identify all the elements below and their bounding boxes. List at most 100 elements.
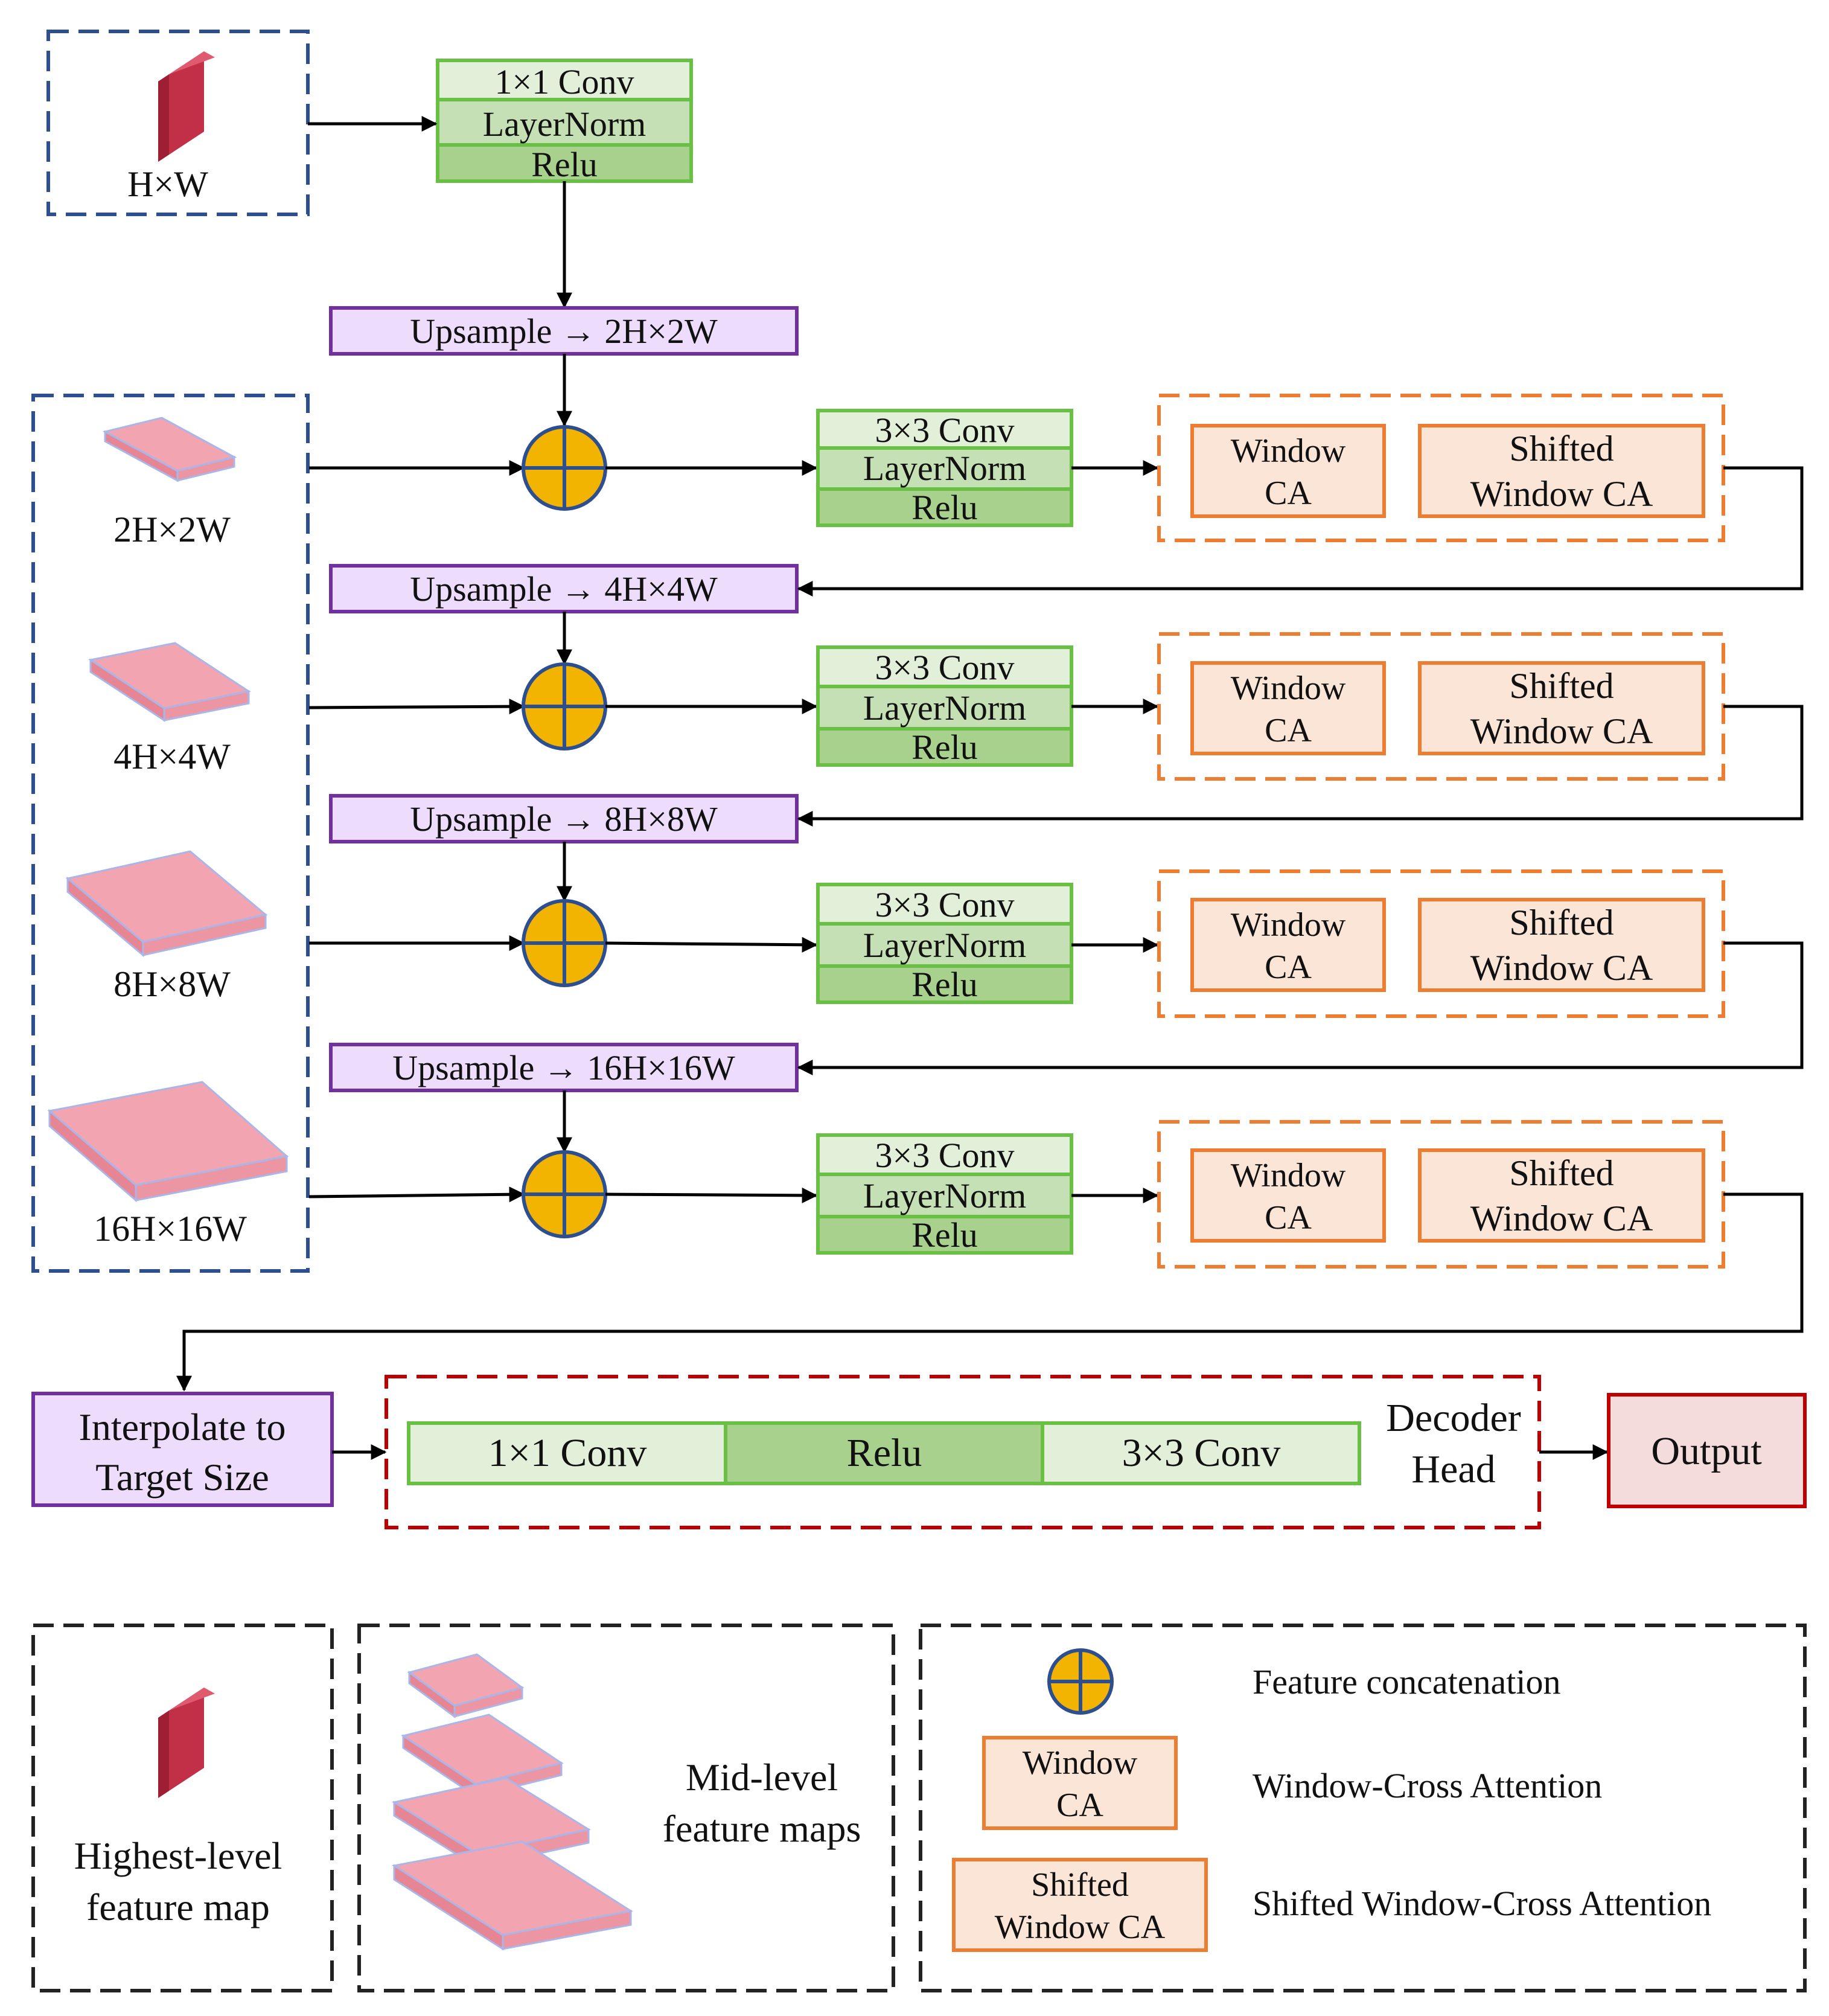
stage-conv-block-4: 3×3 Conv LayerNorm Relu	[816, 1133, 1073, 1255]
stage-conv-block-1: 3×3 Conv LayerNorm Relu	[816, 409, 1073, 527]
top-conv-row-1: 1×1 Conv	[495, 62, 634, 101]
stage4-conv-row-1: 3×3 Conv	[875, 1136, 1015, 1175]
legend-highest-line-2: feature map	[86, 1886, 270, 1928]
shifted-ca-4-line-2: Window CA	[1470, 1198, 1653, 1238]
stage2-conv-row-1: 3×3 Conv	[875, 648, 1015, 687]
legend-concat-desc: Feature concatenation	[1253, 1662, 1560, 1701]
input-feature-label: H×W	[127, 164, 208, 204]
upsample-label-2: Upsample → 4H×4W	[410, 569, 718, 609]
window-ca-4-line-1: Window	[1231, 1157, 1346, 1194]
legend-shifted-desc: Shifted Window-Cross Attention	[1253, 1884, 1711, 1923]
decoder-cell-2: Relu	[847, 1431, 922, 1475]
stage4-conv-row-2: LayerNorm	[863, 1176, 1027, 1215]
window-ca-box-2: Window CA	[1190, 661, 1386, 755]
top-conv-block: 1×1 Conv LayerNorm Relu	[436, 59, 693, 184]
shifted-window-ca-box-1: Shifted Window CA	[1418, 424, 1705, 518]
legend-mid-line-1: Mid-level	[686, 1756, 838, 1799]
legend-highest-frame	[31, 1624, 334, 1992]
concat-icon-1	[522, 425, 607, 511]
stage2-conv-row-3: Relu	[911, 728, 978, 767]
interpolate-block: Interpolate to Target Size	[31, 1392, 334, 1507]
upsample-label-4: Upsample → 16H×16W	[392, 1048, 735, 1087]
legend-window-ca-line-2: CA	[1056, 1787, 1103, 1824]
legend-symbols-frame	[919, 1624, 1807, 1992]
feature-slab-8h	[65, 850, 268, 958]
stage3-conv-row-2: LayerNorm	[863, 926, 1027, 965]
arrow-feat4-to-concat4	[308, 1186, 525, 1203]
top-conv-row-2: LayerNorm	[483, 104, 646, 144]
concat-icon-2	[522, 662, 607, 750]
legend-mid-frame	[357, 1624, 895, 1992]
window-ca-box-3: Window CA	[1190, 898, 1386, 992]
arrow-concat3-to-conv3	[605, 936, 818, 953]
window-ca-1-line-2: CA	[1265, 475, 1312, 512]
decoder-head-cells: 1×1 Conv Relu 3×3 Conv	[407, 1421, 1361, 1485]
top-conv-row-3: Relu	[531, 145, 598, 184]
legend-concat-icon	[1047, 1648, 1114, 1715]
window-ca-box-4: Window CA	[1190, 1148, 1386, 1243]
stage3-conv-row-3: Relu	[911, 965, 978, 1004]
mid-feature-label-1: 2H×2W	[113, 510, 231, 549]
window-ca-1-line-1: Window	[1231, 432, 1346, 470]
window-ca-box-1: Window CA	[1190, 424, 1386, 518]
highest-level-feature-icon	[158, 51, 215, 162]
arrow-feat2-to-concat2	[308, 699, 525, 715]
shifted-ca-4-line-1: Shifted	[1509, 1153, 1614, 1193]
legend-window-ca-desc: Window-Cross Attention	[1253, 1766, 1602, 1805]
stage2-conv-row-2: LayerNorm	[863, 688, 1027, 728]
legend-highest-icon	[158, 1688, 215, 1798]
stage4-conv-row-3: Relu	[911, 1215, 978, 1255]
shifted-ca-3-line-2: Window CA	[1470, 948, 1653, 988]
shifted-ca-2-line-1: Shifted	[1509, 666, 1614, 706]
stage1-conv-row-1: 3×3 Conv	[875, 411, 1015, 450]
shifted-window-ca-box-4: Shifted Window CA	[1418, 1148, 1705, 1243]
feature-slab-4h	[88, 642, 251, 722]
mid-feature-label-4: 16H×16W	[94, 1209, 247, 1249]
window-ca-4-line-2: CA	[1265, 1199, 1312, 1237]
shifted-ca-1-line-2: Window CA	[1470, 474, 1653, 514]
legend-window-ca-box: Window CA	[982, 1736, 1178, 1830]
shifted-window-ca-box-2: Shifted Window CA	[1418, 661, 1705, 755]
shifted-ca-1-line-1: Shifted	[1509, 429, 1614, 469]
window-ca-3-line-2: CA	[1265, 949, 1312, 986]
legend-shifted-line-2: Window CA	[995, 1909, 1166, 1946]
feature-slab-16h	[47, 1081, 289, 1203]
shifted-ca-3-line-1: Shifted	[1509, 903, 1614, 942]
mid-features-frame	[31, 394, 310, 1273]
window-ca-3-line-1: Window	[1231, 906, 1346, 944]
stage-conv-block-3: 3×3 Conv LayerNorm Relu	[816, 883, 1073, 1004]
legend-window-ca-line-1: Window	[1023, 1744, 1138, 1782]
interpolate-line-1: Interpolate to	[79, 1406, 286, 1448]
stage-conv-block-2: 3×3 Conv LayerNorm Relu	[816, 645, 1073, 767]
output-block: Output	[1607, 1393, 1807, 1508]
feedback-arrow-3	[797, 941, 1804, 1075]
stage1-conv-row-2: LayerNorm	[863, 449, 1027, 488]
mid-feature-label-2: 4H×4W	[113, 737, 231, 776]
upsample-block-1: Upsample → 2H×2W	[329, 306, 799, 356]
arrow-concat4-to-conv4	[605, 1187, 818, 1203]
stage1-conv-row-3: Relu	[911, 488, 978, 527]
upsample-label-3: Upsample → 8H×8W	[410, 799, 718, 839]
mid-feature-label-3: 8H×8W	[113, 964, 231, 1004]
decoder-cell-1: 1×1 Conv	[488, 1431, 647, 1475]
upsample-block-3: Upsample → 8H×8W	[329, 794, 799, 843]
stage3-conv-row-1: 3×3 Conv	[875, 885, 1015, 924]
legend-highest-line-1: Highest-level	[74, 1834, 282, 1877]
upsample-block-2: Upsample → 4H×4W	[329, 564, 799, 613]
window-ca-2-line-2: CA	[1265, 712, 1312, 749]
arrow-ca4-to-interpolate	[176, 1192, 1804, 1392]
decoder-head-label-1: Decoder	[1386, 1396, 1521, 1440]
upsample-label-1: Upsample → 2H×2W	[410, 312, 718, 351]
concat-icon-4	[522, 1150, 607, 1238]
upsample-block-4: Upsample → 16H×16W	[329, 1043, 799, 1092]
feedback-arrow-1	[797, 466, 1804, 597]
decoder-head-label-2: Head	[1411, 1447, 1495, 1491]
feature-slab-2h	[102, 417, 237, 482]
legend-shifted-ca-box: Shifted Window CA	[952, 1858, 1208, 1952]
concat-icon-3	[522, 899, 607, 987]
feedback-arrow-2	[797, 705, 1804, 827]
shifted-ca-2-line-2: Window CA	[1470, 711, 1653, 751]
window-ca-2-line-1: Window	[1231, 670, 1346, 707]
shifted-window-ca-box-3: Shifted Window CA	[1418, 898, 1705, 992]
